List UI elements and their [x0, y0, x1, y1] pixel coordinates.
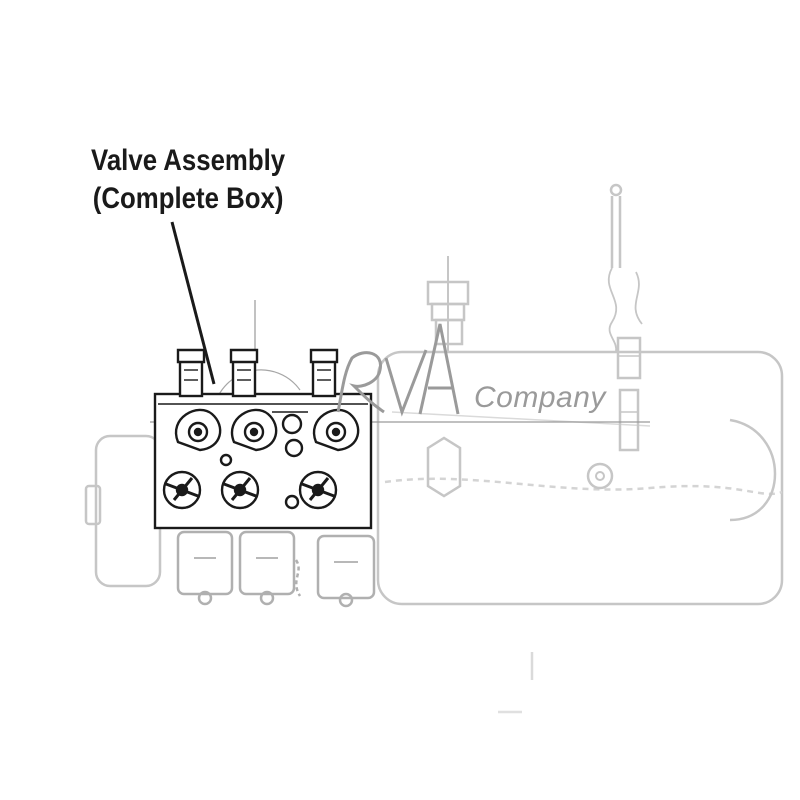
dipstick-knob [609, 183, 623, 197]
motor-body [94, 434, 162, 588]
coil-foot-1 [197, 590, 213, 606]
tank-hex-nut [426, 436, 462, 498]
tank-end-cap [729, 418, 777, 522]
center-port-low [284, 494, 300, 510]
filler-neck-lower [618, 388, 640, 452]
callout-line-2: (Complete Box) [92, 182, 284, 215]
lever-knob-1 [162, 470, 202, 510]
upper-port-2 [230, 408, 278, 452]
coil-foot-2 [259, 590, 275, 606]
watermark-company-text: Company [474, 381, 606, 414]
tank-divider [391, 411, 651, 427]
tank-drain-inner [595, 471, 605, 481]
callout-leader-line [170, 221, 216, 385]
coil-foot-3 [338, 592, 354, 608]
tank-drain [586, 462, 614, 490]
lever-knob-2 [220, 470, 260, 510]
center-port-mid [284, 438, 304, 458]
coil-housing-1 [176, 530, 234, 596]
upper-port-3 [312, 408, 360, 452]
tank-internal-line [384, 477, 783, 496]
fitting-2 [229, 348, 259, 398]
fitting-3 [309, 348, 339, 398]
filler-neck-upper [616, 336, 642, 380]
coil-wire [294, 559, 302, 597]
motor-end [84, 484, 102, 526]
fitting-1 [176, 348, 206, 398]
upper-port-1 [174, 408, 222, 452]
callout-line-1: Valve Assembly [91, 144, 286, 177]
rva-logo [336, 323, 460, 417]
center-port-small [219, 453, 233, 467]
breather-nut-low [434, 318, 464, 346]
valve-assembly-callout: Valve Assembly (Complete Box) [72, 142, 304, 218]
coil-housing-2 [238, 530, 296, 596]
dipstick-wire-a [607, 267, 618, 353]
dipstick-wire-b [634, 271, 643, 325]
lever-knob-3 [298, 470, 338, 510]
center-port-top [281, 413, 303, 435]
valve-assembly [153, 348, 373, 530]
reservoir-tank [376, 350, 784, 606]
coil-housing-3 [316, 534, 376, 600]
